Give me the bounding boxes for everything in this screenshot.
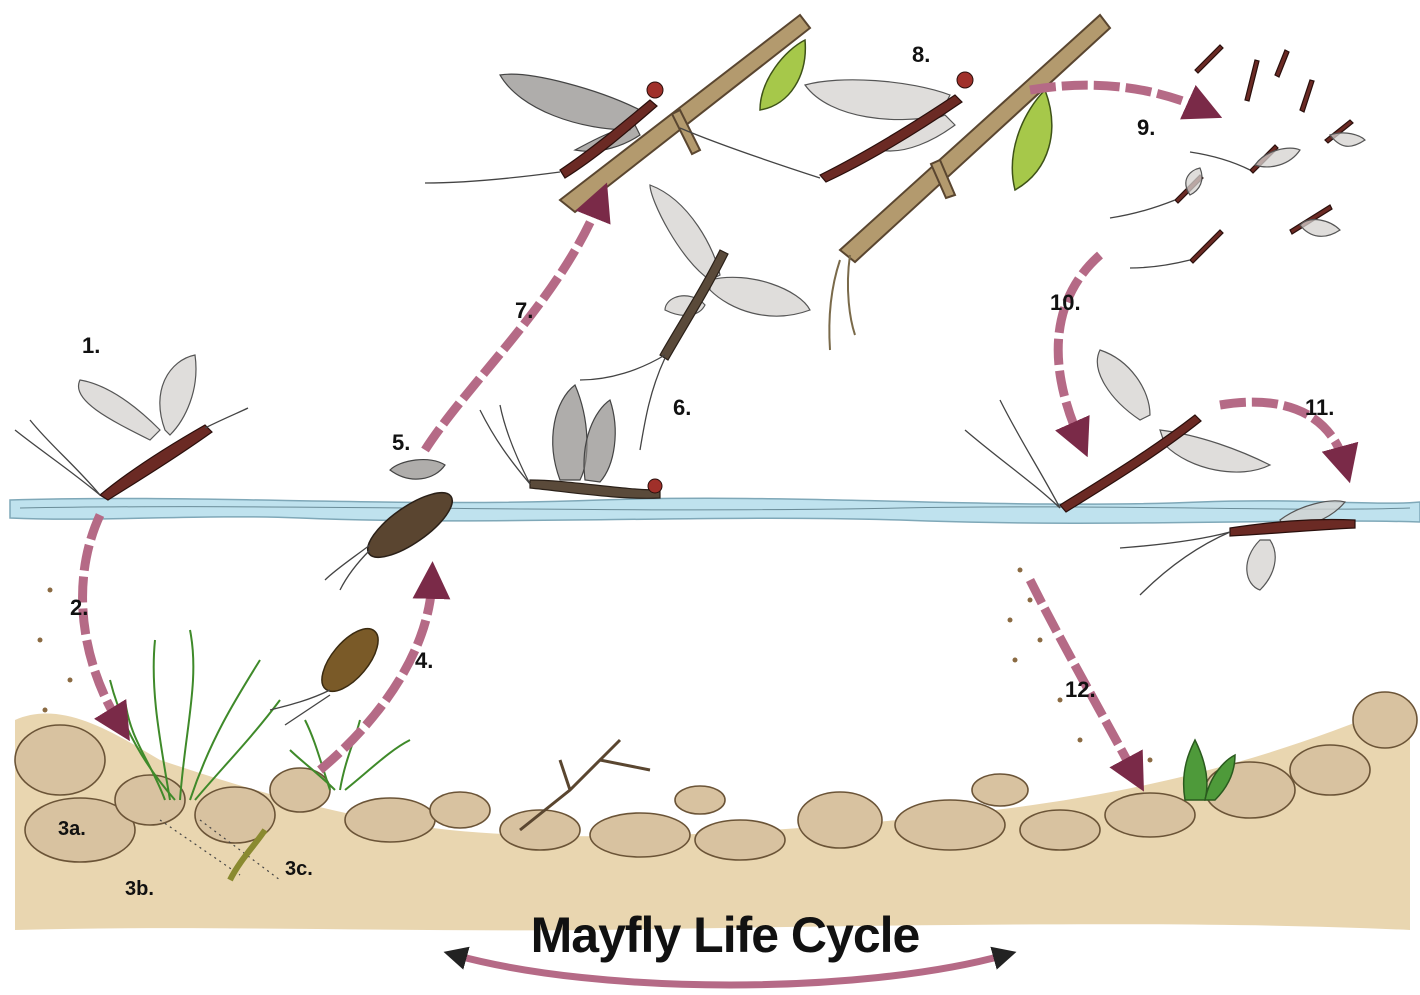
stream-bed bbox=[15, 692, 1417, 930]
female-landing bbox=[965, 350, 1270, 512]
cycle-arrows bbox=[83, 85, 1345, 775]
diagram-title: Mayfly Life Cycle bbox=[531, 907, 920, 963]
water-surface bbox=[10, 498, 1420, 523]
emerging-subimago bbox=[325, 460, 461, 590]
stage-label-4: 4. bbox=[415, 648, 433, 673]
stage-label-8: 8. bbox=[912, 42, 930, 67]
stage-label-3a: 3a. bbox=[58, 818, 86, 840]
mating-swarm bbox=[1110, 45, 1365, 268]
arrow-9 bbox=[1030, 85, 1205, 110]
stage-label-3b: 3b. bbox=[125, 878, 154, 900]
dun-flying bbox=[580, 185, 810, 450]
eggs-sinking bbox=[38, 568, 1153, 763]
arrow-10 bbox=[1058, 255, 1100, 440]
dun-on-surface bbox=[480, 385, 662, 498]
adult-mayfly-ovipositing bbox=[15, 355, 248, 500]
stage-label-5: 5. bbox=[392, 430, 410, 455]
stage-label-12: 12. bbox=[1065, 677, 1096, 702]
stage-label-10: 10. bbox=[1050, 290, 1081, 315]
stage-label-3c: 3c. bbox=[285, 858, 313, 880]
swimming-nymph bbox=[270, 619, 388, 725]
stage-label-2: 2. bbox=[70, 595, 88, 620]
stage-label-9: 9. bbox=[1137, 115, 1155, 140]
stage-label-7: 7. bbox=[515, 298, 533, 323]
stage-label-6: 6. bbox=[673, 395, 691, 420]
stage-label-1: 1. bbox=[82, 333, 100, 358]
stage-label-11: 11. bbox=[1305, 395, 1334, 420]
